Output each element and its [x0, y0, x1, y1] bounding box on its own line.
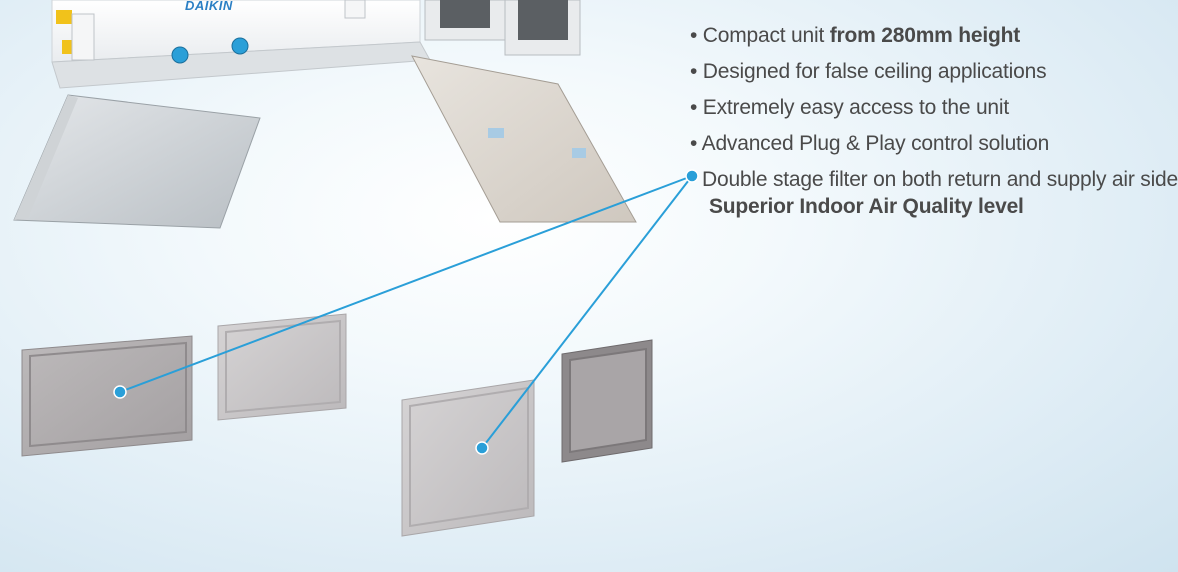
label-sticker [56, 10, 72, 24]
unit-bracket [71, 13, 95, 61]
bullet: • [690, 24, 698, 47]
filter-right-front [401, 379, 535, 537]
ventilation-unit [51, 0, 581, 89]
left-access-panel [13, 94, 261, 229]
port-icon [231, 37, 249, 55]
callout-dot-origin [685, 169, 699, 183]
panel-label [572, 148, 586, 158]
feature-subline: Superior Indoor Air Quality level [709, 195, 1024, 218]
feature-text: Advanced Plug & Play control solution [701, 132, 1050, 155]
feature-text: Double stage filter on both return and s… [702, 168, 1178, 191]
right-access-panel [411, 55, 637, 223]
bullet: • [690, 96, 698, 119]
daikin-logo: DAIKIN [185, 0, 233, 13]
panel-label [488, 128, 504, 138]
callout-dot-left-filter [113, 385, 127, 399]
callout-dot-right-filter [475, 441, 489, 455]
feature-bold: from 280mm height [829, 24, 1021, 47]
feature-text: Extremely easy access to the unit [702, 96, 1010, 119]
feature-text: Designed for false ceiling applications [702, 60, 1047, 83]
feature-item: • Designed for false ceiling application… [690, 54, 1178, 90]
filter-right-back [561, 339, 653, 463]
feature-item: • Extremely easy access to the unit [690, 90, 1178, 126]
feature-text: Compact unit [702, 24, 830, 47]
callout-lines [119, 175, 693, 449]
feature-list: • Compact unit from 280mm height • Desig… [690, 18, 1178, 220]
filter-left-front [21, 335, 193, 457]
feature-item: Double stage filter on both return and s… [690, 162, 1178, 220]
bullet: • [690, 60, 698, 83]
port-icon [171, 46, 189, 64]
feature-item: • Advanced Plug & Play control solution [690, 126, 1178, 162]
bullet: • [690, 132, 698, 155]
filter-left-back [217, 313, 347, 421]
feature-item: • Compact unit from 280mm height [690, 18, 1178, 54]
